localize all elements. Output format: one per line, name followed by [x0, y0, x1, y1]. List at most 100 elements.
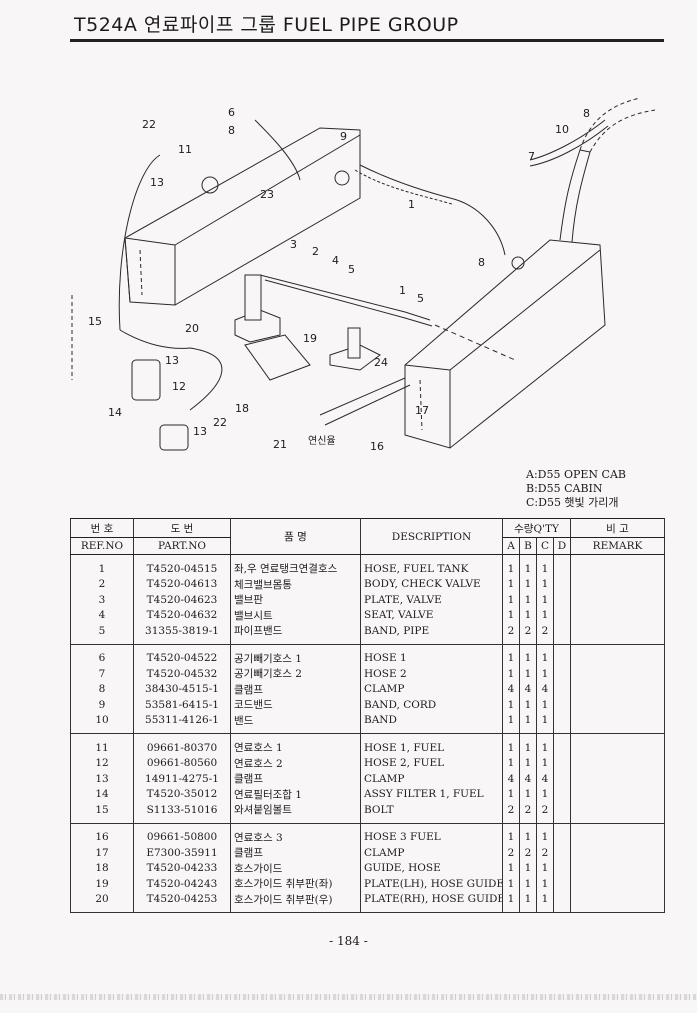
cell-desc: HOSE 1 — [360, 644, 503, 666]
callout-label: 16 — [370, 440, 384, 453]
callout-label: 2 — [312, 245, 319, 258]
callout-label: 5 — [348, 263, 355, 276]
cell-a: 1 — [502, 876, 520, 892]
cell-b: 2 — [519, 845, 537, 861]
cell-c: 4 — [536, 771, 554, 787]
cell-part: T4520-04532 — [133, 666, 231, 682]
header-col-b: B — [519, 537, 537, 555]
callout-labels: 22 11 13 6 8 9 23 8 10 7 1 8 3 2 4 5 1 5… — [88, 106, 590, 453]
callout-label: 4 — [332, 254, 339, 267]
cell-name: 연료호스 2 — [230, 755, 361, 771]
cell-part: T4520-04243 — [133, 876, 231, 892]
title-rule — [70, 39, 664, 42]
cell-a: 1 — [502, 786, 520, 802]
cell-part: 09661-80370 — [133, 733, 231, 756]
cell-ref: 16 — [70, 823, 134, 845]
cell-b: 4 — [519, 771, 537, 787]
header-description: DESCRIPTION — [360, 518, 503, 555]
cell-desc: CLAMP — [360, 681, 503, 697]
cell-desc: GUIDE, HOSE — [360, 860, 503, 876]
cell-remark — [570, 755, 665, 771]
cell-a: 4 — [502, 681, 520, 697]
cell-remark — [570, 644, 665, 666]
callout-label: 15 — [88, 315, 102, 328]
cell-part: 55311-4126-1 — [133, 712, 231, 734]
cell-desc: BOLT — [360, 802, 503, 824]
header-qty: 수량Q'TY — [502, 518, 571, 538]
cell-part: S1133-51016 — [133, 802, 231, 824]
cell-remark — [570, 891, 665, 913]
cell-b: 1 — [519, 860, 537, 876]
cell-d — [553, 681, 571, 697]
cell-part: T4520-04233 — [133, 860, 231, 876]
cell-a: 1 — [502, 733, 520, 756]
cell-b: 1 — [519, 554, 537, 577]
cell-name: 호스가이드 취부판(우) — [230, 891, 361, 913]
cell-remark — [570, 733, 665, 756]
callout-label: 8 — [228, 124, 235, 137]
hose-guide-brackets — [234, 274, 381, 381]
page-title: T524A 연료파이프 그룹 FUEL PIPE GROUP — [74, 14, 459, 36]
cell-name: 공기빼기호스 1 — [230, 644, 361, 666]
callout-label: 9 — [340, 130, 347, 143]
callout-label: 1 — [399, 284, 406, 297]
cell-d — [553, 845, 571, 861]
callout-label: 22 — [213, 416, 227, 429]
cell-name: 파이프밴드 — [230, 623, 361, 645]
header-remark-en: REMARK — [570, 537, 665, 555]
cell-part: 09661-80560 — [133, 755, 231, 771]
cell-ref: 4 — [70, 607, 134, 623]
cell-name: 호스가이드 취부판(좌) — [230, 876, 361, 892]
header-remark-ko: 비 고 — [570, 518, 665, 538]
model-legend: A:D55 OPEN CAB B:D55 CABIN C:D55 햇빛 가리개 — [526, 468, 626, 510]
cell-c: 1 — [536, 755, 554, 771]
page-number: - 184 - — [329, 934, 368, 948]
cell-remark — [570, 681, 665, 697]
cell-part: T4520-04253 — [133, 891, 231, 913]
callout-label: 18 — [235, 402, 249, 415]
cell-c: 1 — [536, 891, 554, 913]
cell-desc: BAND — [360, 712, 503, 734]
cell-a: 1 — [502, 712, 520, 734]
cell-d — [553, 576, 571, 592]
header-col-d: D — [553, 537, 571, 555]
cell-c: 4 — [536, 681, 554, 697]
legend-item: A:D55 OPEN CAB — [526, 468, 626, 481]
cell-d — [553, 697, 571, 713]
cell-a: 4 — [502, 771, 520, 787]
cell-ref: 5 — [70, 623, 134, 645]
callout-label: 24 — [374, 356, 388, 369]
cell-a: 2 — [502, 845, 520, 861]
cell-desc: CLAMP — [360, 845, 503, 861]
cell-name: 클램프 — [230, 681, 361, 697]
cell-c: 1 — [536, 712, 554, 734]
cell-ref: 18 — [70, 860, 134, 876]
cell-b: 1 — [519, 823, 537, 845]
cell-b: 2 — [519, 802, 537, 824]
cell-a: 2 — [502, 802, 520, 824]
cell-remark — [570, 666, 665, 682]
cell-remark — [570, 623, 665, 645]
cell-d — [553, 891, 571, 913]
cell-ref: 14 — [70, 786, 134, 802]
callout-label: 5 — [417, 292, 424, 305]
cell-b: 1 — [519, 592, 537, 608]
cell-part: E7300-35911 — [133, 845, 231, 861]
cell-b: 1 — [519, 891, 537, 913]
cell-ref: 2 — [70, 576, 134, 592]
cell-name: 공기빼기호스 2 — [230, 666, 361, 682]
handwritten-note: 연신율 — [308, 435, 336, 447]
cell-part: 14911-4275-1 — [133, 771, 231, 787]
callout-label: 6 — [228, 106, 235, 119]
cell-ref: 20 — [70, 891, 134, 913]
cell-c: 2 — [536, 623, 554, 645]
scan-artifact — [0, 994, 697, 1000]
